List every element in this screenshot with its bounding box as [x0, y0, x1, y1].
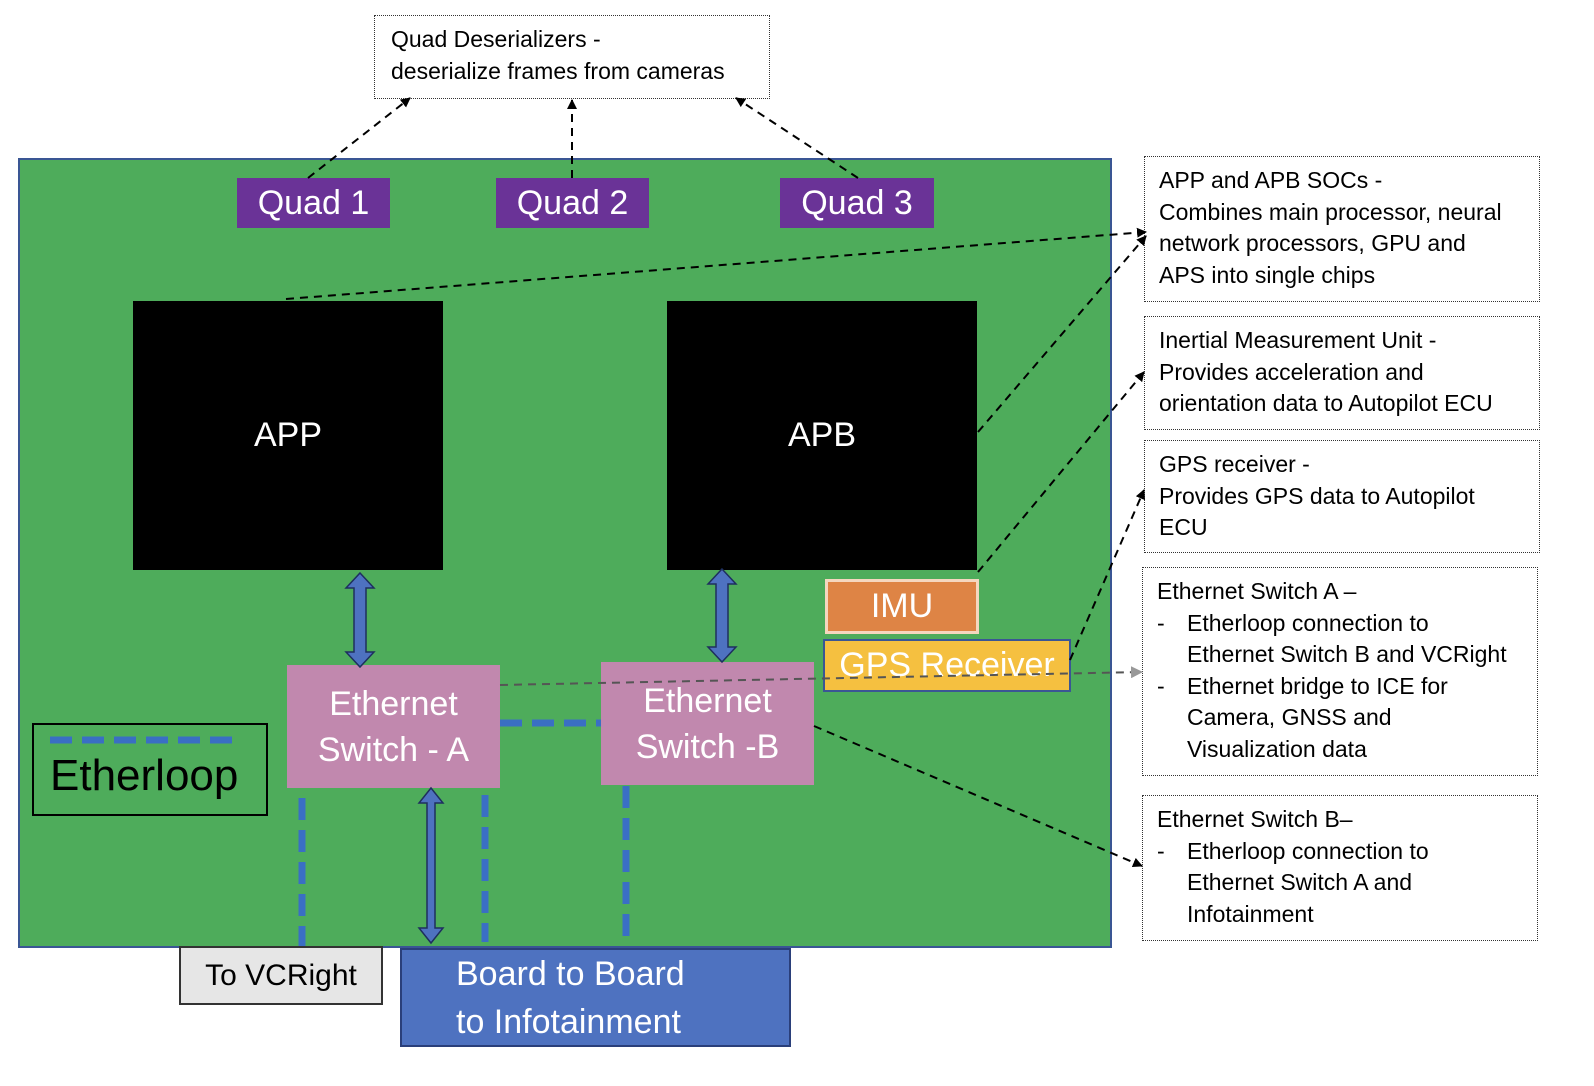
note-line: Provides GPS data to Autopilot	[1159, 482, 1475, 509]
note-line: Ethernet Switch B and VCRight	[1187, 641, 1507, 667]
note-line: Camera, GNSS and	[1187, 704, 1392, 730]
quad-2-block[interactable]: Quad 2	[496, 178, 649, 228]
note-line: Etherloop connection to	[1187, 609, 1429, 636]
note-socs: APP and APB SOCs - Combines main process…	[1144, 156, 1540, 302]
quad-1-label: Quad 1	[257, 183, 370, 222]
note-bullet: - Etherloop connection to Ethernet Switc…	[1157, 608, 1523, 671]
app-soc-label: APP	[253, 416, 323, 454]
gps-receiver-label: GPS Receiver	[839, 646, 1055, 684]
quad-1-block[interactable]: Quad 1	[237, 178, 390, 228]
switch-a-line1: Ethernet	[329, 684, 458, 723]
ethernet-switch-a-block[interactable]: Ethernet Switch - A	[287, 665, 500, 788]
quad-3-label: Quad 3	[801, 183, 913, 222]
note-line: APP and APB SOCs -	[1159, 167, 1383, 193]
note-line: deserialize frames from cameras	[391, 57, 725, 84]
note-line: APS into single chips	[1159, 261, 1376, 288]
note-quad-deserializers: Quad Deserializers - deserialize frames …	[374, 15, 770, 99]
ethernet-switch-b-block[interactable]: Ethernet Switch -B	[601, 662, 814, 785]
switch-b-line1: Ethernet	[643, 681, 772, 720]
etherloop-legend: Etherloop	[32, 723, 268, 816]
note-gps: GPS receiver - Provides GPS data to Auto…	[1144, 440, 1540, 553]
note-line: Ethernet Switch A and	[1187, 869, 1413, 895]
switch-a-line2: Switch - A	[317, 730, 470, 769]
board-to-board-block[interactable]: Board to Board to Infotainment	[400, 948, 791, 1047]
note-line: orientation data to Autopilot ECU	[1159, 390, 1493, 416]
bullet-marker: -	[1157, 837, 1165, 864]
note-line: Etherloop connection to	[1187, 837, 1429, 864]
bullet-marker: -	[1157, 609, 1165, 636]
quad-3-block[interactable]: Quad 3	[780, 178, 934, 228]
note-line: Visualization data	[1187, 735, 1367, 762]
note-title: Ethernet Switch B–	[1157, 806, 1353, 832]
note-line: network processors, GPU and	[1159, 230, 1466, 256]
apb-soc-block[interactable]: APB	[667, 301, 977, 570]
etherloop-legend-label: Etherloop	[50, 751, 239, 800]
to-vcright-block[interactable]: To VCRight	[179, 946, 383, 1005]
gps-receiver-block[interactable]: GPS Receiver	[823, 639, 1071, 692]
note-line: Combines main processor, neural	[1159, 198, 1502, 225]
board-to-board-line1: Board to Board	[456, 954, 685, 993]
note-switch-a: Ethernet Switch A – - Etherloop connecti…	[1142, 567, 1538, 776]
to-vcright-label: To VCRight	[205, 958, 357, 992]
board-to-board-line2: to Infotainment	[456, 1002, 681, 1041]
switch-b-line2: Switch -B	[635, 727, 780, 766]
note-line: Ethernet bridge to ICE for	[1187, 672, 1448, 699]
apb-soc-label: APB	[787, 416, 857, 454]
note-line: Inertial Measurement Unit -	[1159, 327, 1437, 353]
note-title: Ethernet Switch A –	[1157, 578, 1357, 604]
quad-2-label: Quad 2	[516, 183, 629, 222]
note-line: Provides acceleration and	[1159, 358, 1424, 385]
note-line: ECU	[1159, 514, 1208, 540]
note-bullet: - Etherloop connection to Ethernet Switc…	[1157, 836, 1523, 931]
imu-block[interactable]: IMU	[825, 579, 979, 634]
imu-label: IMU	[870, 587, 934, 625]
note-line: Infotainment	[1187, 900, 1314, 927]
note-imu: Inertial Measurement Unit - Provides acc…	[1144, 316, 1540, 430]
bullet-marker: -	[1157, 672, 1165, 699]
note-bullet: - Ethernet bridge to ICE for Camera, GNS…	[1157, 671, 1523, 766]
app-soc-block[interactable]: APP	[133, 301, 443, 570]
note-line: GPS receiver -	[1159, 451, 1310, 477]
note-switch-b: Ethernet Switch B– - Etherloop connectio…	[1142, 795, 1538, 941]
note-line: Quad Deserializers -	[391, 26, 601, 52]
